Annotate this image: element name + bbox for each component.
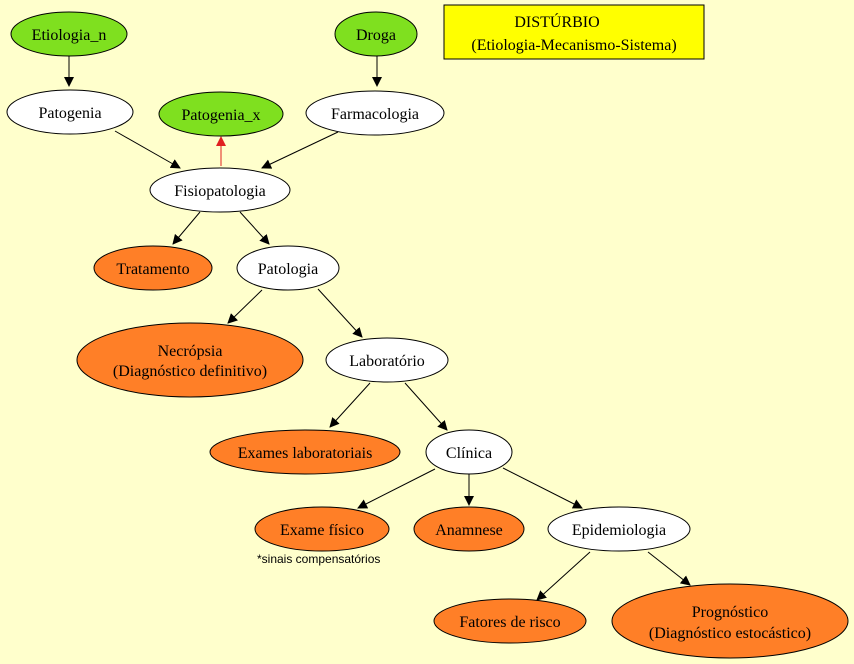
edge-farmacologia-fisiopatologia [261, 131, 339, 169]
edge-fisiopatologia-tratamento [172, 211, 201, 245]
node-exame-fisico: Exame físico [254, 506, 390, 552]
title-line-1: DISTÚRBIO [514, 12, 599, 31]
svg-text:Patogenia: Patogenia [38, 105, 101, 122]
title-line-2: (Etiologia-Mecanismo-Sistema) [471, 37, 676, 54]
svg-text:(Diagnóstico estocástico): (Diagnóstico estocástico) [649, 625, 811, 642]
edge-epidemiologia-prognostico [647, 551, 691, 586]
edge-patogenia-fisiopatologia [114, 130, 181, 169]
svg-text:Etiologia_n: Etiologia_n [32, 27, 107, 44]
svg-text:(Diagnóstico definitivo): (Diagnóstico definitivo) [113, 363, 267, 380]
svg-text:Laboratório: Laboratório [349, 353, 425, 370]
edge-clinica-epidemiologia [502, 467, 583, 509]
svg-text:Anamnese: Anamnese [435, 522, 503, 539]
edge-patologia-laboratorio [317, 288, 363, 338]
title-box: DISTÚRBIO (Etiologia-Mecanismo-Sistema) [443, 4, 705, 60]
svg-text:Epidemiologia: Epidemiologia [572, 522, 666, 539]
svg-text:Exame físico: Exame físico [280, 522, 364, 539]
node-exames-laboratoriais: Exames laboratoriais [209, 429, 401, 475]
node-etiologia-n: Etiologia_n [10, 11, 128, 57]
svg-text:Patogenia_x: Patogenia_x [181, 107, 260, 124]
edges [64, 55, 691, 601]
svg-text:Patologia: Patologia [258, 261, 318, 278]
edge-fisiopatologia-patologia [239, 211, 270, 245]
edge-patologia-necropsia [227, 289, 263, 324]
svg-text:Exames laboratoriais: Exames laboratoriais [238, 445, 373, 462]
edge-laboratorio-clinica [404, 382, 448, 431]
node-patogenia-x: Patogenia_x [158, 91, 284, 137]
svg-text:Necrópsia: Necrópsia [158, 343, 223, 360]
node-prognostico: Prognóstico (Diagnóstico estocástico) [611, 583, 849, 659]
node-patologia: Patologia [236, 245, 340, 291]
svg-text:Prognóstico: Prognóstico [692, 604, 768, 621]
svg-text:Farmacologia: Farmacologia [331, 106, 419, 123]
svg-text:Fisiopatologia: Fisiopatologia [174, 183, 266, 200]
node-clinica: Clínica [425, 429, 513, 475]
svg-text:Clínica: Clínica [446, 445, 492, 462]
svg-text:Droga: Droga [356, 27, 396, 44]
node-anamnese: Anamnese [413, 506, 525, 552]
svg-text:Tratamento: Tratamento [116, 261, 189, 278]
svg-text:Fatores de risco: Fatores de risco [459, 614, 560, 631]
node-farmacologia: Farmacologia [305, 90, 445, 136]
node-patogenia: Patogenia [6, 89, 134, 135]
node-droga: Droga [334, 11, 418, 57]
edge-epidemiologia-fatores [536, 551, 591, 601]
node-fisiopatologia: Fisiopatologia [149, 167, 291, 213]
node-epidemiologia: Epidemiologia [547, 506, 691, 552]
node-tratamento: Tratamento [93, 245, 213, 291]
edge-laboratorio-exames [329, 382, 371, 428]
node-fatores-de-risco: Fatores de risco [433, 598, 587, 644]
footnote-sinais: *sinais compensatórios [257, 552, 381, 566]
edge-clinica-exame-fisico [357, 468, 436, 509]
node-laboratorio: Laboratório [325, 337, 449, 383]
node-necropsia: Necrópsia (Diagnóstico definitivo) [76, 322, 304, 398]
